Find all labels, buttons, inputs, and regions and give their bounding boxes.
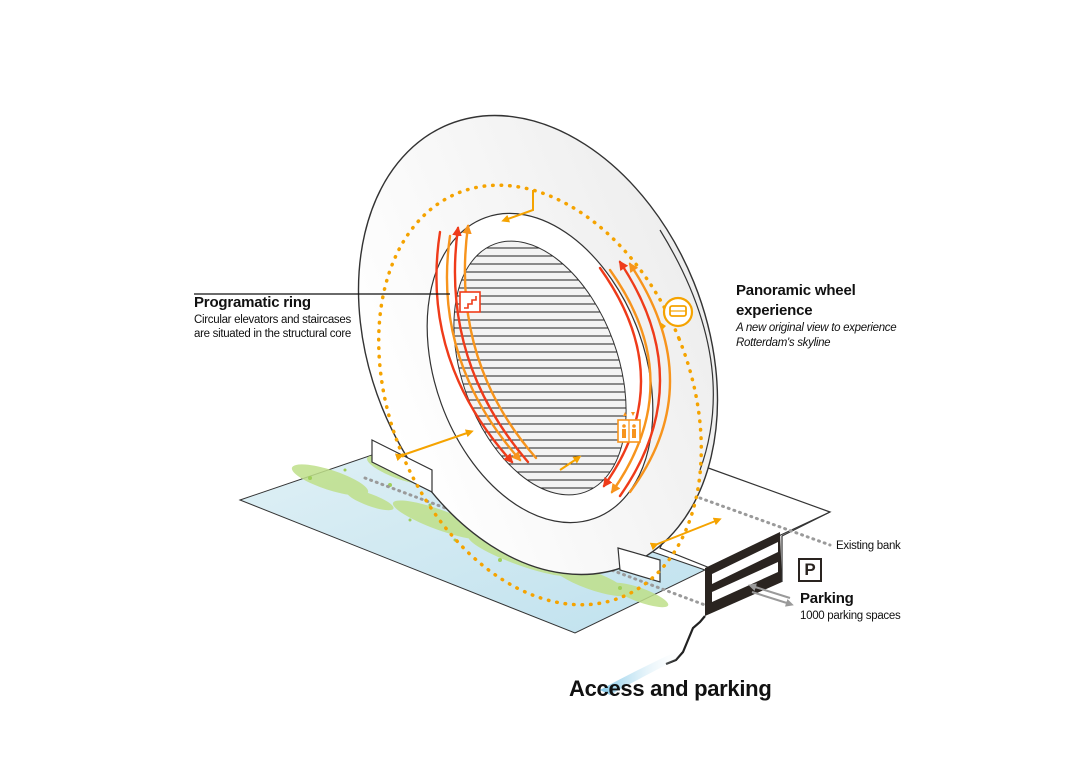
panoramic-wheel-title-1: Panoramic wheel [736,282,856,299]
panoramic-wheel-desc-2: Rotterdam's skyline [736,337,831,349]
panoramic-wheel-title-2: experience [736,302,813,319]
parking-title: Parking [800,590,854,607]
parking-desc: 1000 parking spaces [800,610,901,622]
orbit-arrows [394,190,722,551]
programatic-ring-desc-2: are situated in the structural core [194,328,351,340]
programatic-ring-desc-1: Circular elevators and staircases [194,314,351,326]
panoramic-wheel-desc-1: A new original view to experience [736,322,897,334]
circulation-arrows-left [435,224,538,464]
existing-bank-label: Existing bank [836,540,901,552]
circulation-arrows-right [598,260,672,498]
panoramic-wheel-icon [660,296,694,330]
parking-sign-icon: P [798,558,822,582]
elevator-icon [617,412,641,443]
panoramic-orbit-dots [376,183,704,607]
programatic-ring-title: Programatic ring [194,294,311,311]
ring-depth [659,229,714,471]
ring-base [371,439,661,583]
access-parking-caption: Access and parking [569,676,772,701]
water-stream [600,648,684,695]
stairs-icon [459,291,481,313]
